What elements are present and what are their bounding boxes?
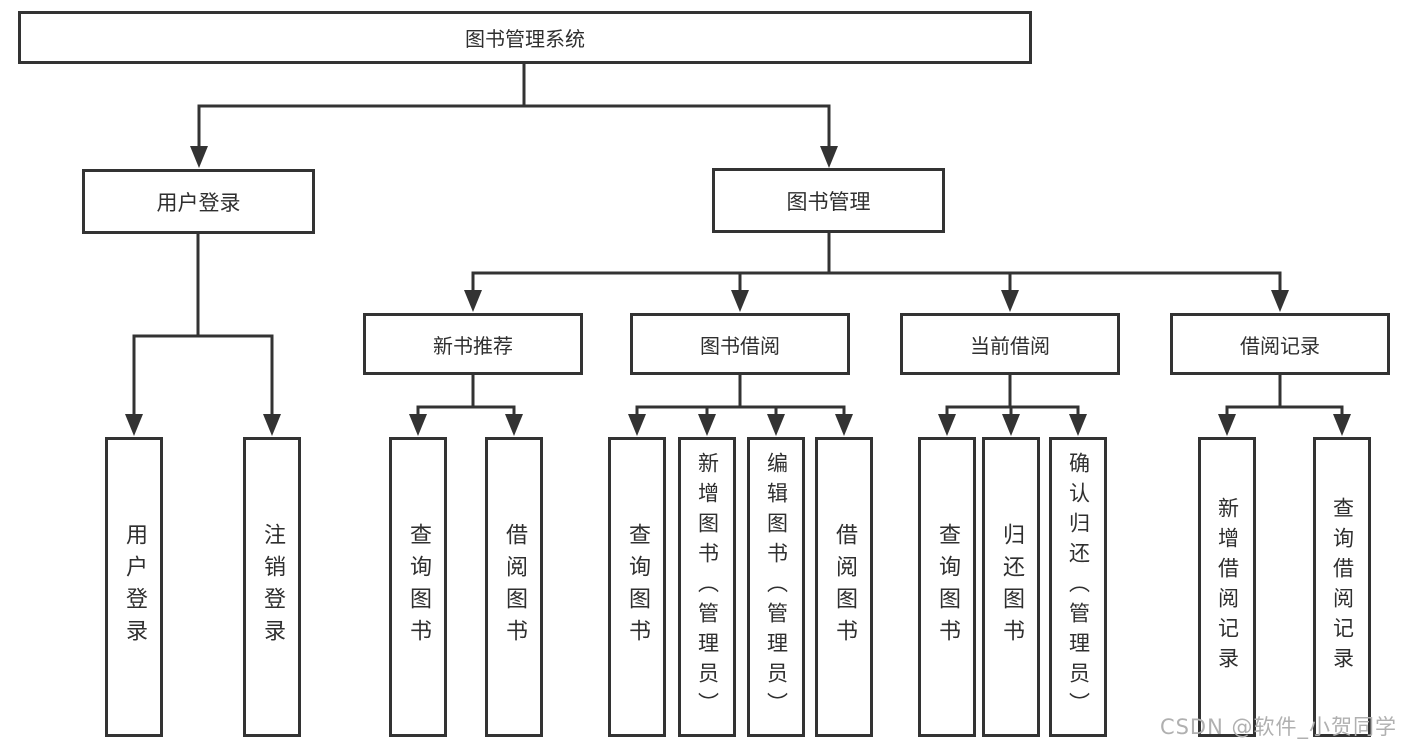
node-label: 用户登录 (122, 523, 147, 651)
node-leaf-return-books: 归还图书 (982, 437, 1040, 737)
node-label: 查询图书 (935, 523, 960, 651)
node-leaf-confirm-return-admin: 确认归还（管理员） (1049, 437, 1107, 737)
node-new-book-recommendation: 新书推荐 (363, 313, 583, 375)
node-label: 查询图书 (625, 523, 650, 651)
connector-new-book-recommendation-children (409, 375, 523, 436)
node-label: 图书管理 (786, 189, 871, 214)
node-label: 归还图书 (999, 523, 1024, 651)
connector-user-login-children (125, 234, 281, 436)
node-leaf-query-books-current: 查询图书 (918, 437, 976, 737)
connector-book-management-children (464, 233, 1289, 312)
node-book-management: 图书管理 (712, 168, 945, 233)
node-label: 新增图书（管理员） (695, 452, 720, 722)
node-label: 查询图书 (406, 523, 431, 651)
node-borrowing-records: 借阅记录 (1170, 313, 1390, 375)
node-label: 新书推荐 (433, 333, 513, 358)
node-leaf-borrow-books-borrowing: 借阅图书 (815, 437, 873, 737)
node-book-management-system: 图书管理系统 (18, 11, 1032, 64)
node-label: 编辑图书（管理员） (764, 452, 789, 722)
node-leaf-borrow-books-recommendation: 借阅图书 (485, 437, 543, 737)
node-label: 查询借阅记录 (1330, 497, 1355, 677)
node-label: 图书管理系统 (465, 27, 585, 51)
node-leaf-query-books-recommendation: 查询图书 (389, 437, 447, 737)
node-leaf-add-books-admin: 新增图书（管理员） (678, 437, 736, 737)
node-leaf-user-login: 用户登录 (105, 437, 163, 737)
node-label: 借阅图书 (832, 523, 857, 651)
node-book-borrowing: 图书借阅 (630, 313, 850, 375)
node-leaf-add-borrow-record: 新增借阅记录 (1198, 437, 1256, 737)
node-leaf-query-books-borrowing: 查询图书 (608, 437, 666, 737)
node-label: 当前借阅 (970, 333, 1050, 358)
node-current-borrowing: 当前借阅 (900, 313, 1120, 375)
node-user-login: 用户登录 (82, 169, 315, 234)
node-label: 确认归还（管理员） (1066, 452, 1091, 722)
node-label: 借阅记录 (1240, 333, 1320, 358)
node-label: 图书借阅 (700, 333, 780, 358)
node-leaf-query-borrow-record: 查询借阅记录 (1313, 437, 1371, 737)
connector-borrowing-records-children (1218, 375, 1351, 436)
node-leaf-edit-books-admin: 编辑图书（管理员） (747, 437, 805, 737)
node-leaf-logout: 注销登录 (243, 437, 301, 737)
node-label: 用户登录 (156, 190, 241, 215)
node-label: 借阅图书 (502, 523, 527, 651)
connector-current-borrowing-children (938, 375, 1087, 436)
csdn-watermark: CSDN @软件_小贺同学 (1159, 715, 1397, 739)
connector-book-borrowing-children (628, 375, 853, 436)
connector-root-to-level2 (190, 62, 838, 168)
node-label: 注销登录 (260, 523, 285, 651)
node-label: 新增借阅记录 (1215, 497, 1240, 677)
